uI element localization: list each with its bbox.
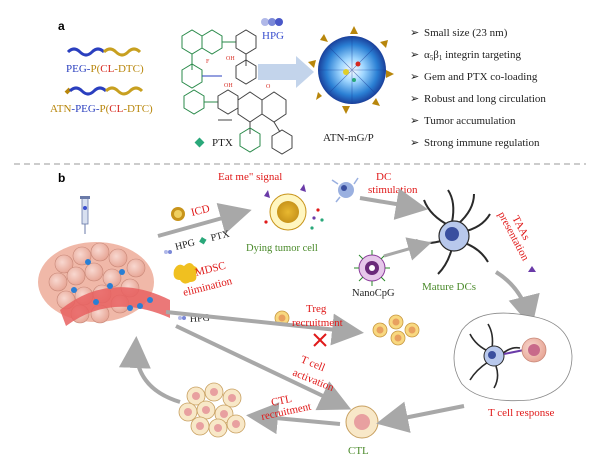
mature-dcs-label: Mature DCs [422,281,476,293]
feature-item-integrin: α5β1 integrin targeting [424,49,521,62]
feature-bullet: ➢ [410,93,419,105]
treg-cluster-icon [372,314,420,346]
hpg-label: HPG [262,30,284,42]
treg-recruitment-arrow [165,310,364,346]
panel-a-label: a [58,19,65,33]
feature-bullet: ➢ [410,137,419,149]
svg-text:F: F [206,59,210,65]
tumor-tissue-icon [38,242,170,326]
panel-b-label: b [58,171,65,185]
feature-bullet: ➢ [410,49,419,61]
icd-arrow [157,203,252,238]
feature-bullet: ➢ [410,27,419,39]
ptx-label: PTX [212,137,233,149]
hpg-dots-small-icon [164,250,172,254]
feature-item: Robust and long circulation [424,93,546,105]
treg-recruitment-label-line1: Treg [306,303,327,315]
hpg-dots-icon [261,18,283,26]
taas-presentation-arrow [494,270,540,328]
feature-bullet: ➢ [410,115,419,127]
svg-text:OH: OH [226,56,235,62]
block-x-icon [313,333,327,347]
mdsc-icon [173,263,198,284]
icd-gold-particle-icon [171,207,185,221]
dc-stimulation-arrow [359,188,428,220]
assembly-arrow-icon [258,56,314,88]
ctl-recruitment-label-line1: CTL [270,393,293,409]
ctl-cell-icon [345,405,379,439]
hpg-molecule-structure-icon: F OH [181,29,257,89]
atn-peg-polymer-strand-icon [64,86,144,96]
syringe-icon [80,196,90,234]
polymer-1-label: PEG-P(CL-DTC) [66,63,144,75]
nanoparticle-label: ATN-mG/P [323,132,374,144]
t-cell-response-icon [453,312,573,401]
t-cell-response-label: T cell response [488,407,555,419]
antigen-triangle-icon [528,266,536,272]
feature-bullet: ➢ [410,71,419,83]
feature-item: Strong immune regulation [424,137,540,149]
ctl-recruitment-arrow [246,402,341,435]
atn-mg-p-nanoparticle-icon [308,26,394,114]
treg-cell-icon [274,310,290,326]
dc-stimulation-label-line1: DC [376,171,391,183]
feature-item: Gem and PTX co-loading [424,71,538,83]
feature-item: Small size (23 nm) [424,27,508,39]
hpg-dots-small-icon-2 [178,316,186,320]
dc-stimulation-label-line2: stimulation [368,184,418,196]
t-cell-activation-arrow [175,324,352,411]
nanocpg-label: NanoCpG [352,288,395,299]
icd-label: ICD [190,203,211,219]
nanocpg-arrow [383,237,432,261]
eat-me-signal-label: Eat me" signal [218,171,282,183]
ctl-cluster-icon [178,382,246,438]
ptx-molecule-structure-icon: OH O [183,83,293,155]
mature-dc-icon [415,189,491,275]
ctl-label: CTL [348,445,369,457]
svg-text:OH: OH [224,83,233,89]
ptx-diamond-icon [194,137,205,148]
peg-polymer-strand-icon [66,47,142,57]
polymer-2-label: ATN-PEG-P(CL-DTC) [50,103,153,115]
svg-text:O: O [266,84,271,90]
hpg-ptx-label: HPG ◆ PTX [174,229,231,253]
dying-tumor-cell-icon [264,184,324,231]
treg-recruitment-label-line2: recruitment [292,317,343,329]
immature-dc-icon [331,177,359,203]
mdsc-elimination-label-line1: MDSC [194,260,227,279]
ctl-to-tumor-arrow [118,336,181,404]
feature-item: Tumor accumulation [424,115,516,127]
feature-list: ➢ Small size (23 nm) ➢ α5β1 integrin tar… [410,27,546,149]
t-cell-response-to-ctl-arrow [376,401,465,433]
nanocpg-icon [354,250,390,286]
dying-tumor-cell-label: Dying tumor cell [246,243,318,254]
